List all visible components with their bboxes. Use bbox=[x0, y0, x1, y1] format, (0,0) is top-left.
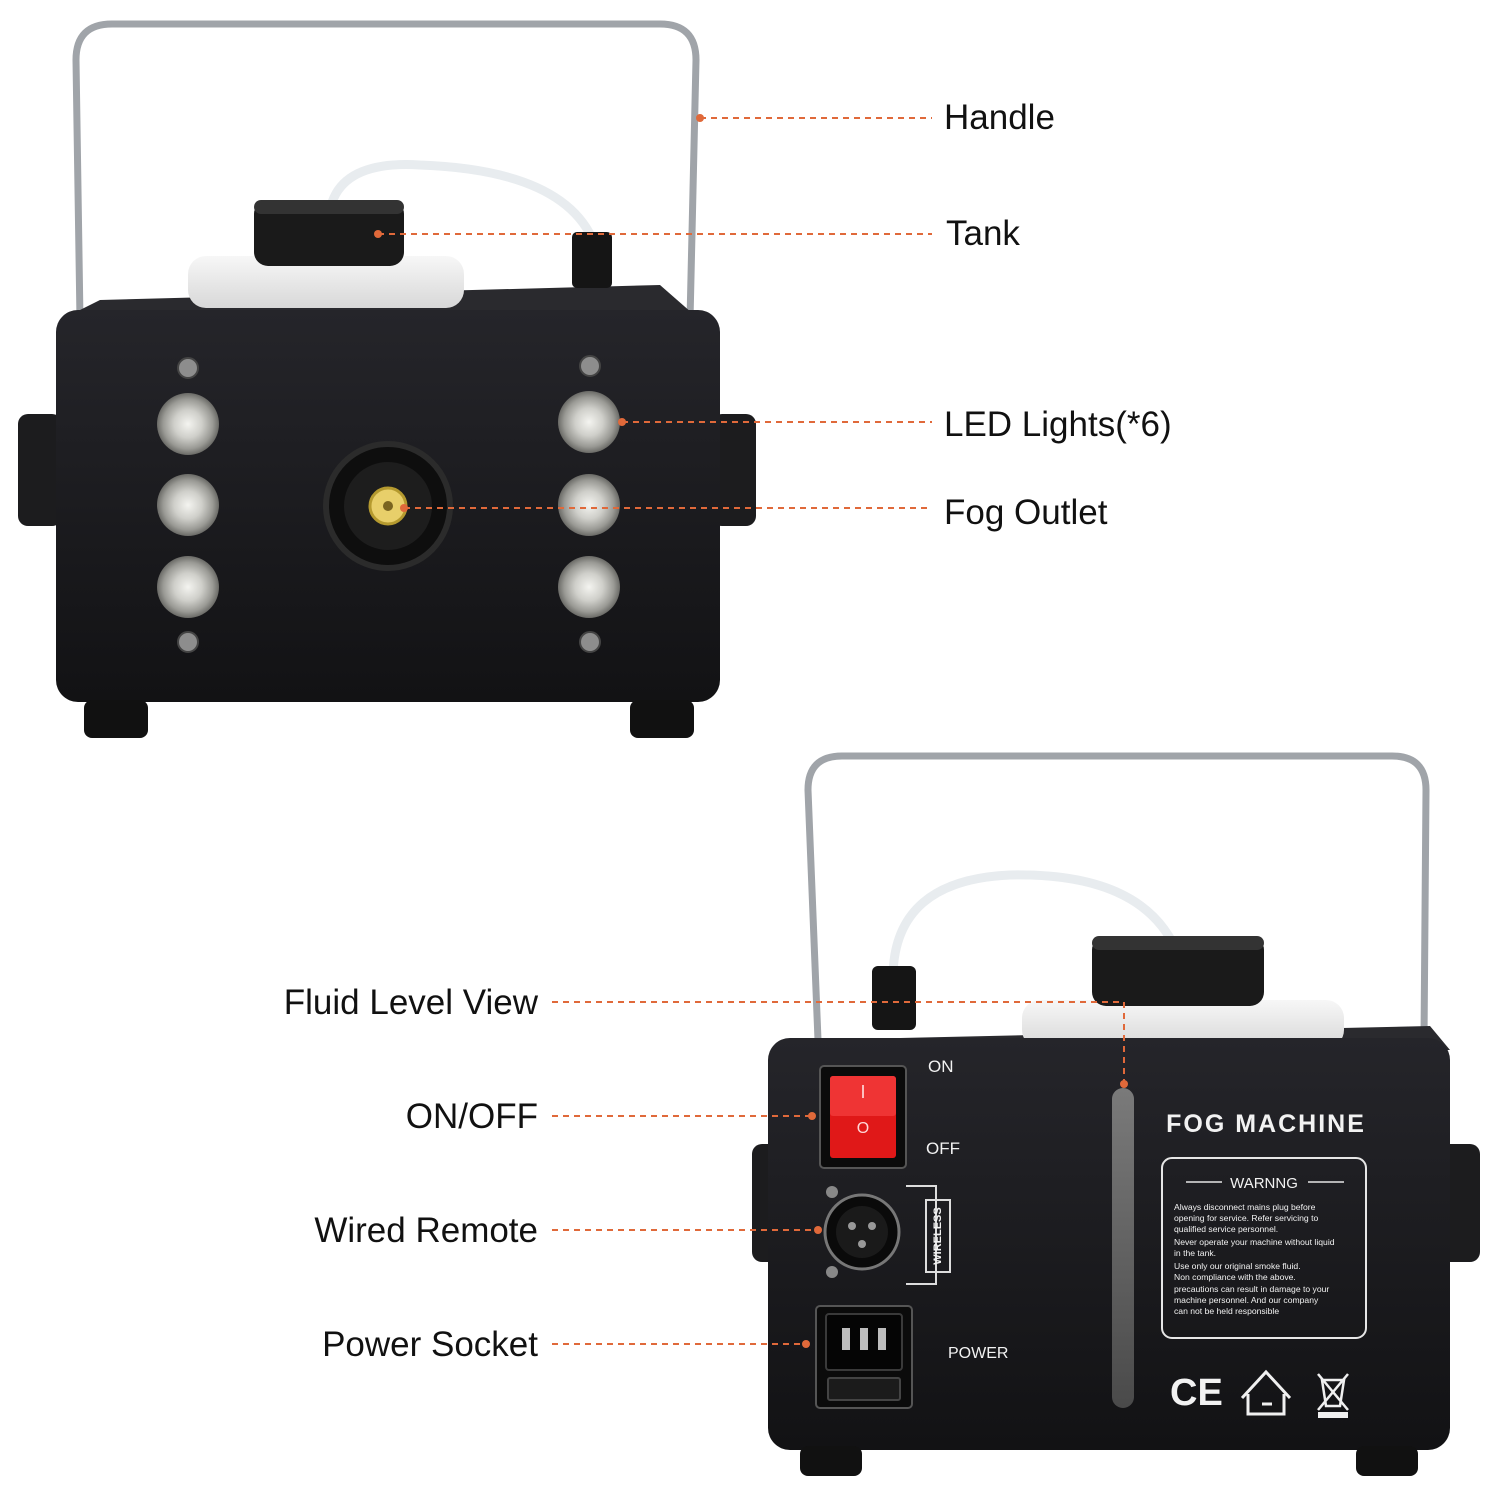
callout-power-socket: Power Socket bbox=[322, 1325, 538, 1364]
led-light bbox=[157, 393, 219, 455]
switch-on-mark: I bbox=[860, 1082, 865, 1102]
front-view bbox=[18, 20, 756, 738]
back-handle bbox=[804, 752, 1430, 1041]
on-label: ON bbox=[928, 1057, 954, 1076]
warning-line: Non compliance with the above. bbox=[1174, 1272, 1296, 1282]
switch-off-mark: O bbox=[857, 1120, 869, 1137]
callout-tank: Tank bbox=[946, 214, 1020, 253]
front-tank-cap bbox=[254, 200, 404, 266]
weee-bin-icon bbox=[1317, 1373, 1349, 1418]
warning-title: WARNNG bbox=[1230, 1175, 1298, 1192]
front-side-knob-left bbox=[18, 414, 62, 526]
led-light bbox=[157, 556, 219, 618]
wireless-box bbox=[925, 1199, 951, 1273]
warning-line: in the tank. bbox=[1174, 1248, 1216, 1258]
led-light bbox=[558, 556, 620, 618]
led-light bbox=[558, 391, 620, 453]
back-foot-left bbox=[800, 1446, 862, 1476]
back-leader-dots bbox=[802, 1080, 1128, 1348]
back-tube bbox=[888, 870, 1185, 976]
warning-line: qualified service personnel. bbox=[1174, 1224, 1278, 1234]
panel-title: FOG MACHINE bbox=[1166, 1110, 1366, 1138]
front-handle bbox=[72, 20, 700, 321]
back-leader-lines bbox=[552, 1001, 1125, 1345]
warning-line: precautions can result in damage to your bbox=[1174, 1284, 1329, 1294]
front-foot-right bbox=[630, 700, 694, 738]
callout-on-off: ON/OFF bbox=[406, 1097, 538, 1136]
led-light bbox=[157, 474, 219, 536]
ce-mark: CE bbox=[1170, 1372, 1223, 1414]
front-side-knob-right bbox=[712, 414, 756, 526]
front-leader-lines bbox=[378, 117, 932, 509]
power-label: POWER bbox=[948, 1345, 1008, 1362]
warning-line: opening for service. Refer servicing to bbox=[1174, 1213, 1318, 1223]
callout-wired-remote: Wired Remote bbox=[314, 1211, 538, 1250]
wireless-label: WIRELESS bbox=[932, 1207, 944, 1264]
warning-line: machine personnel. And our company bbox=[1174, 1295, 1319, 1305]
wired-remote-connector[interactable] bbox=[823, 1186, 901, 1278]
front-cable-gland bbox=[572, 232, 612, 288]
back-cable-gland bbox=[872, 966, 916, 1030]
wireless-bracket bbox=[906, 1185, 937, 1285]
front-tube bbox=[325, 160, 597, 241]
back-tank-cap bbox=[1092, 936, 1264, 1006]
back-view: I O ON OFF WIRELESS POWER bbox=[752, 752, 1480, 1476]
fluid-level-window bbox=[1112, 1088, 1134, 1408]
off-label: OFF bbox=[926, 1139, 960, 1158]
back-foot-right bbox=[1356, 1446, 1418, 1476]
back-body bbox=[768, 1038, 1450, 1450]
warning-line: can not be held responsible bbox=[1174, 1306, 1279, 1316]
callout-fog-outlet: Fog Outlet bbox=[944, 493, 1108, 532]
back-tank bbox=[1022, 1000, 1344, 1048]
back-callout-labels: Fluid Level View ON/OFF Wired Remote Pow… bbox=[284, 983, 539, 1364]
warning-line: Never operate your machine without liqui… bbox=[1174, 1237, 1335, 1247]
front-led-group bbox=[157, 391, 620, 618]
front-tank bbox=[188, 256, 464, 308]
warning-line: Always disconnect mains plug before bbox=[1174, 1202, 1316, 1212]
led-light bbox=[558, 474, 620, 536]
indoor-use-icon bbox=[1240, 1369, 1292, 1416]
front-callout-labels: Handle Tank LED Lights(*6) Fog Outlet bbox=[944, 98, 1172, 532]
front-leader-dots bbox=[374, 114, 704, 512]
front-tank-cap-rim bbox=[254, 200, 404, 214]
warning-box: WARNNG Always disconnect mains plug befo… bbox=[1161, 1157, 1367, 1339]
callout-handle: Handle bbox=[944, 98, 1055, 137]
front-fog-outlet bbox=[323, 441, 453, 571]
callout-fluid-level-view: Fluid Level View bbox=[284, 983, 539, 1022]
warning-text: Always disconnect mains plug before open… bbox=[1174, 1202, 1335, 1316]
on-off-switch[interactable]: I O bbox=[819, 1065, 907, 1169]
power-socket[interactable] bbox=[815, 1305, 913, 1409]
front-foot-left bbox=[84, 700, 148, 738]
callout-led-lights: LED Lights(*6) bbox=[944, 405, 1172, 444]
back-tank-cap-rim bbox=[1092, 936, 1264, 950]
warning-line: Use only our original smoke fluid. bbox=[1174, 1261, 1301, 1271]
front-screws bbox=[177, 355, 601, 653]
